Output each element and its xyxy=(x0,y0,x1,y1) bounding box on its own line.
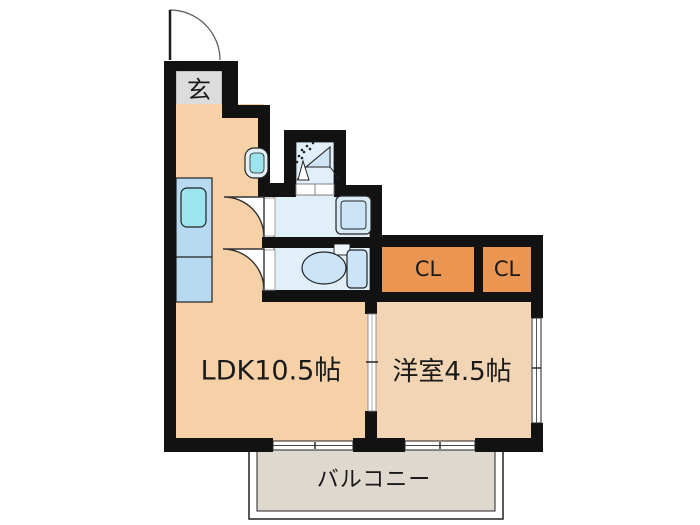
wall-shower-top xyxy=(284,130,346,142)
toilet-door-swing-icon xyxy=(222,248,265,291)
windows xyxy=(272,317,542,451)
entrance-label: 玄 xyxy=(187,76,211,104)
washbasin-icon xyxy=(335,195,372,235)
western-room-label: 洋室4.5帖 xyxy=(392,357,511,387)
western-room xyxy=(376,300,531,443)
wall-closet-divider xyxy=(474,247,483,292)
closet-right xyxy=(481,241,533,294)
washroom-door-swing-icon xyxy=(223,196,265,238)
shower-head xyxy=(304,145,331,168)
wall-basin-icon xyxy=(244,147,269,179)
kitchen-sink-icon xyxy=(180,187,207,228)
interior-doors xyxy=(222,183,335,291)
toilet-icon xyxy=(301,243,368,289)
balcony-label: バルコニー xyxy=(317,468,432,493)
shower-spray-dots xyxy=(295,141,315,164)
wall-bottom-middle xyxy=(353,438,405,452)
wall-closet-top xyxy=(370,235,543,247)
entrance-door-icon xyxy=(168,9,221,61)
wall-ldk-top xyxy=(222,105,270,118)
wall-right-upper xyxy=(531,247,543,318)
closet-right-label: CL xyxy=(494,257,521,281)
wall-partition-top xyxy=(365,300,377,314)
ldk-room-lower xyxy=(262,300,368,444)
washroom-doorway xyxy=(262,197,276,237)
shower-stand xyxy=(297,159,310,181)
toilet-bowl xyxy=(301,251,347,285)
wall-entrance-right xyxy=(222,61,238,118)
closet-left-label: CL xyxy=(415,257,442,281)
entrance-door-swing-fill xyxy=(170,10,220,60)
sliding-door-icon xyxy=(366,313,378,412)
wall-shower-left xyxy=(284,130,296,192)
wall-bottom-left xyxy=(164,438,273,452)
wall-toilet-bottom xyxy=(262,290,382,302)
ldk-label: LDK10.5帖 xyxy=(201,356,342,387)
wall-entrance-top xyxy=(164,61,238,71)
entrance-area xyxy=(175,70,223,108)
toilet-tank xyxy=(346,249,368,289)
toilet-flush-box xyxy=(333,243,351,256)
entrance-door-swing-arc xyxy=(169,9,221,61)
kitchen-counter xyxy=(175,177,213,303)
wall-closet-bottom xyxy=(370,292,543,302)
wall-left xyxy=(164,61,176,452)
wall-bottom-right xyxy=(475,438,543,452)
shower-hose-right xyxy=(329,166,341,181)
shower-icon xyxy=(295,141,341,181)
wall-washroom-toilet xyxy=(262,237,382,248)
closets xyxy=(380,241,533,294)
wall-basin-bowl xyxy=(249,152,265,174)
washbasin-bowl xyxy=(340,200,367,230)
toilet-doorway xyxy=(262,249,276,291)
closet-left xyxy=(380,241,476,294)
wall-shower-right xyxy=(334,130,346,197)
